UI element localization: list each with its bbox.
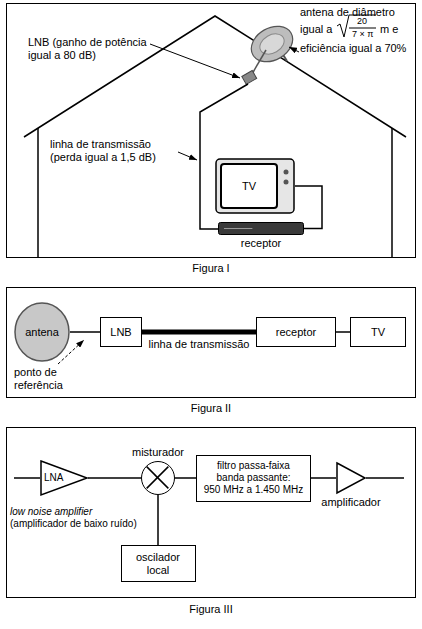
mixer-cross [147, 467, 169, 489]
leader-line [178, 152, 197, 160]
triangle-shape [41, 461, 87, 495]
reference-note: ponto de referência [14, 366, 84, 392]
lna-note: low noise amplifier [10, 506, 92, 518]
tv-knob [284, 170, 289, 175]
figure-frame [7, 4, 416, 258]
receiver-body [219, 223, 304, 235]
line-note: linha de transmissão (perda igual a 1,5 … [50, 138, 175, 164]
receiver-panel [224, 228, 252, 229]
receiver-box: receptor [218, 222, 304, 235]
leader-line [289, 47, 299, 52]
output-line [366, 477, 404, 479]
antenna-note: eficiência igual a 70% [300, 42, 406, 55]
lnb-device [242, 71, 257, 85]
tv-screen [221, 164, 277, 208]
node-label: receptor [241, 237, 281, 250]
node-label: TV [242, 180, 256, 193]
signal-line [336, 331, 350, 333]
antenna-dish: antena [14, 302, 70, 362]
node-label: LNA [44, 472, 63, 484]
tv-set: TV [215, 158, 295, 214]
dish-shape [15, 303, 69, 361]
dish-inner [256, 30, 288, 59]
node-label: 950 MHz a 1.450 MHz [204, 484, 304, 496]
amplifier-triangle: amplificador [336, 462, 366, 494]
house-wall [37, 128, 39, 257]
house-roof [24, 16, 406, 137]
leader-line [150, 44, 240, 78]
lnb-arm [252, 50, 266, 74]
node-label: amplificador [321, 496, 380, 509]
satellite-dish [245, 19, 299, 69]
receiver-box-shape [218, 222, 304, 235]
figure-frame [7, 428, 416, 598]
signal-line [311, 477, 336, 479]
tv-knob [284, 180, 289, 185]
tv-body [216, 159, 294, 213]
lna-note: (amplificador de baixo ruído) [10, 518, 137, 530]
node-label: banda passante: [217, 472, 291, 484]
node-label: filtro passa-faixa [217, 460, 290, 472]
mixer-cross [147, 467, 169, 489]
mixer-circle: misturador [141, 461, 175, 495]
figure-caption: Figura I [192, 262, 229, 275]
fraction-bar [349, 28, 376, 29]
mixer-circle-shape [142, 462, 173, 493]
triangle-shape [337, 463, 365, 493]
node-label: TV [371, 326, 385, 339]
house-wall [391, 128, 393, 257]
edge-label: linha de transmissão [148, 338, 251, 351]
tv-box: TV [350, 317, 406, 347]
signal-line [157, 495, 159, 545]
lnb-box: LNB [100, 317, 142, 347]
figure-frame [7, 288, 416, 398]
filter-box: filtro passa-faixabanda passante:950 MHz… [196, 455, 311, 502]
transmission-line [142, 330, 256, 335]
antenna-note: m e [380, 23, 398, 36]
signal-line [88, 477, 141, 479]
node-label: LNB [110, 326, 131, 339]
amplifier-triangle-shape [336, 462, 366, 494]
signal-line [175, 477, 196, 479]
node-label: receptor [276, 326, 316, 339]
fraction-denominator: 7 × π [352, 29, 373, 40]
node-label: misturador [132, 446, 184, 459]
input-line [14, 477, 40, 479]
antenna-note: igual a [300, 23, 332, 36]
node-label: antena [25, 326, 59, 339]
antenna-note: antena de diâmetro [300, 6, 395, 19]
amplifier-triangle: LNA [40, 460, 88, 496]
figure-caption: Figura II [191, 402, 231, 415]
oscillator-box: oscilador local [121, 545, 196, 582]
figure-caption: Figura III [189, 603, 232, 616]
receiver-box: receptor [256, 317, 336, 347]
signal-line [70, 331, 100, 333]
node-label: oscilador local [128, 551, 188, 577]
fraction-numerator: 20 [357, 16, 367, 27]
lnb-note: LNB (ganho de potência igual a 80 dB) [28, 36, 156, 62]
